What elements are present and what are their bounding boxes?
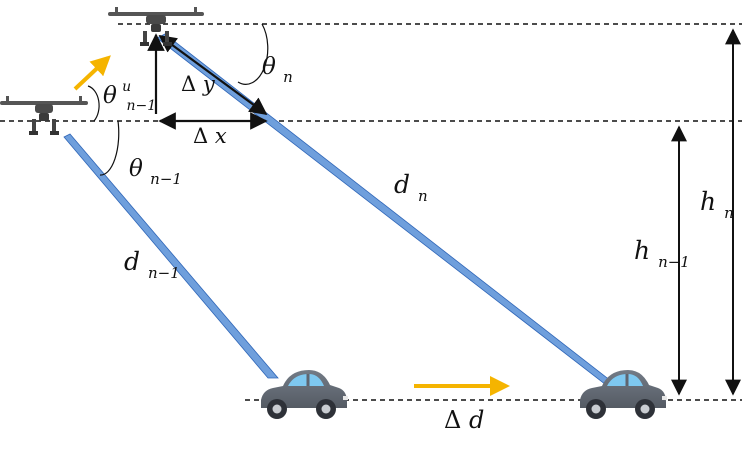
diagonal-displacement-arrow xyxy=(158,34,268,116)
label-delta-d: Δ d xyxy=(444,406,484,434)
drone-motion-arrow xyxy=(73,55,111,91)
beam-d-n-minus-1 xyxy=(63,133,279,379)
drone-icon xyxy=(108,7,204,46)
label-delta-y: Δ y xyxy=(181,72,216,96)
car-icon xyxy=(261,370,348,419)
label-theta-n-minus-1: θ n−1 xyxy=(129,156,182,188)
label-d-n-minus-1: d n−1 xyxy=(124,247,180,282)
car-icon xyxy=(580,370,667,419)
theta-u-arc xyxy=(87,85,100,122)
label-d-n: d n xyxy=(394,170,428,205)
label-delta-x: Δ x xyxy=(193,124,227,148)
theta-n-minus-1-arc xyxy=(99,120,120,176)
label-theta-n: θ n xyxy=(262,54,293,86)
drone-icon xyxy=(0,96,88,135)
theta-n-arc xyxy=(237,23,269,85)
label-h-n: h n xyxy=(700,187,734,222)
label-theta-n-minus-1-u: θ u n−1 xyxy=(103,71,156,114)
label-h-n-minus-1: h n−1 xyxy=(634,236,690,271)
beam-d-n xyxy=(156,33,622,389)
